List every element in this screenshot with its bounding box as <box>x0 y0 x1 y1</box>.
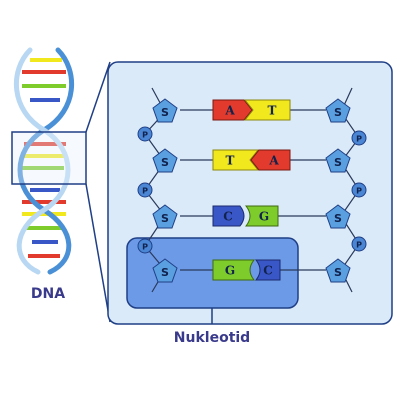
sugar-left-4: S <box>152 258 178 283</box>
sugar-label: S <box>161 266 169 279</box>
base-left-A: A <box>212 99 253 121</box>
dna-label: DNA <box>31 286 65 302</box>
base-pair-2: T A <box>212 149 291 171</box>
base-right-C: C <box>254 259 281 281</box>
phosphate-left-1: P <box>137 126 153 142</box>
sugar-right-2: S <box>325 148 351 173</box>
base-pair-1: A T <box>212 99 291 121</box>
nucleotide-label: Nukleotid <box>174 330 250 346</box>
dna-helix-illustration: DNA <box>11 47 111 323</box>
sugar-right-3: S <box>325 204 351 229</box>
svg-text:T: T <box>226 154 235 168</box>
phosphate-label: P <box>356 187 362 196</box>
svg-text:T: T <box>268 104 277 118</box>
sugar-left-2: S <box>152 148 178 173</box>
sugar-label: S <box>334 156 342 169</box>
phosphate-right-3: P <box>351 236 367 252</box>
sugar-label: S <box>161 106 169 119</box>
sugar-left-1: S <box>152 98 178 123</box>
base-connectors <box>180 109 326 271</box>
svg-text:A: A <box>224 104 235 118</box>
svg-text:C: C <box>223 210 233 224</box>
phosphate-right-2: P <box>351 182 367 198</box>
sugar-label: S <box>334 106 342 119</box>
svg-text:G: G <box>225 264 235 278</box>
base-left-C: C <box>212 205 245 227</box>
phosphate-label: P <box>142 187 148 196</box>
sugar-label: S <box>161 156 169 169</box>
base-right-G: G <box>244 205 279 227</box>
helix-zoom-box <box>11 131 87 185</box>
phosphate-right-1: P <box>351 130 367 146</box>
base-right-A: A <box>250 149 291 171</box>
zoom-connector-bottom <box>85 183 111 323</box>
base-pair-4: G C <box>212 259 281 281</box>
sugar-right-4: S <box>325 258 351 283</box>
svg-text:A: A <box>268 154 279 168</box>
base-left-T: T <box>212 149 260 171</box>
sugar-left-3: S <box>152 204 178 229</box>
base-right-T: T <box>243 99 291 121</box>
phosphate-label: P <box>356 135 362 144</box>
svg-text:C: C <box>263 264 273 278</box>
base-left-G: G <box>212 259 256 281</box>
phosphate-left-2: P <box>137 182 153 198</box>
helix-strand-1 <box>17 47 75 275</box>
svg-text:G: G <box>259 210 269 224</box>
sugar-label: S <box>334 266 342 279</box>
sugar-label: S <box>334 212 342 225</box>
base-pair-3: C G <box>212 205 279 227</box>
zoom-connector-top <box>85 61 111 133</box>
sugar-label: S <box>161 212 169 225</box>
phosphate-label: P <box>142 131 148 140</box>
helix-strand-2 <box>13 47 71 275</box>
phosphate-left-3: P <box>137 238 153 254</box>
phosphate-label: P <box>356 241 362 250</box>
helix-rungs <box>22 58 66 258</box>
sugar-right-1: S <box>325 98 351 123</box>
phosphate-label: P <box>142 243 148 252</box>
